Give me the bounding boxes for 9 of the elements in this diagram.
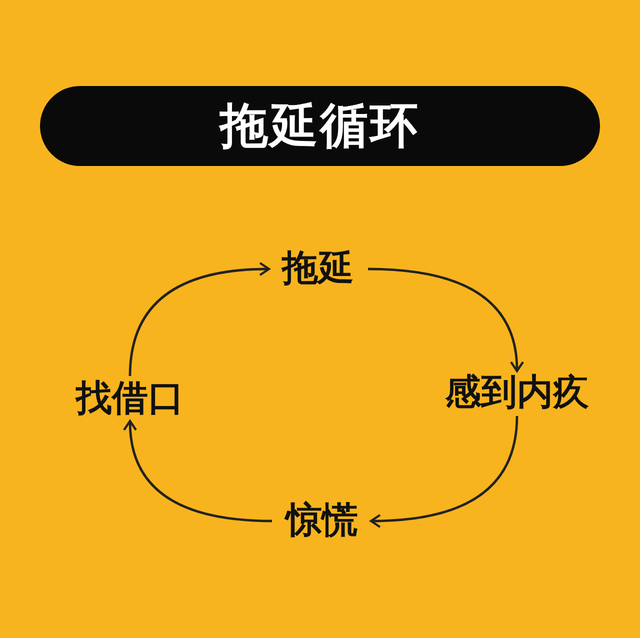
curved-arrow [368,268,524,372]
cycle-step: 惊慌 [272,498,372,544]
cycle-step: 找借口 [60,376,200,422]
cycle-step: 拖延 [268,246,368,292]
curved-arrow [128,262,270,376]
curved-arrow [370,416,518,528]
title: 拖延循环 [220,97,420,156]
cycle-step: 感到内疚 [432,370,602,416]
curved-arrow [123,420,272,522]
